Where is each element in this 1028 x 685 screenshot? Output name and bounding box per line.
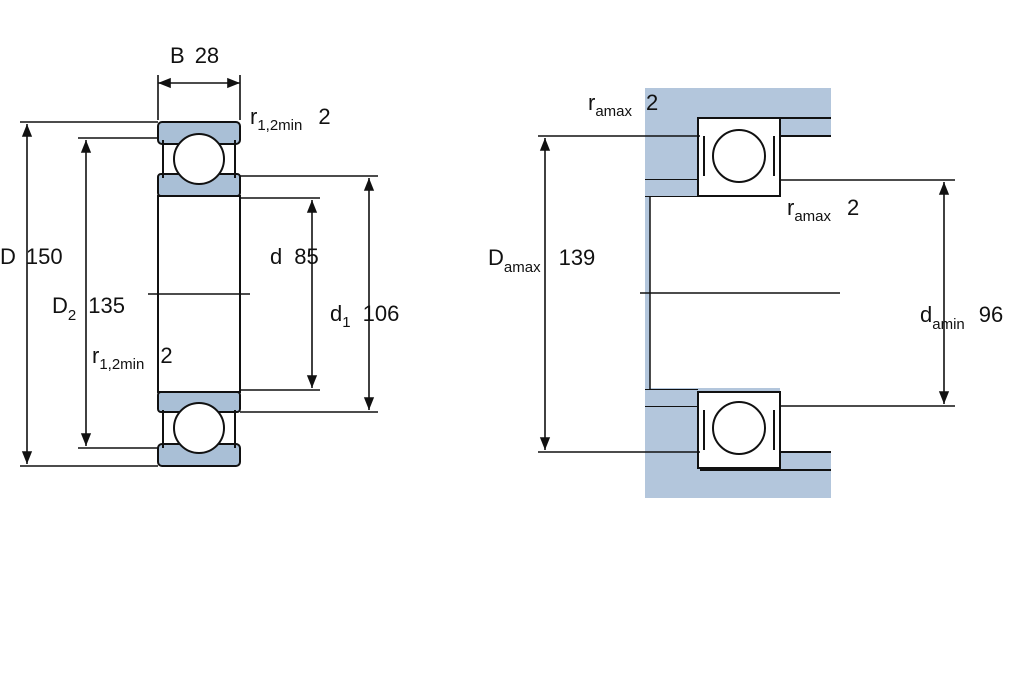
- bearing-section-view: [148, 121, 250, 467]
- shaft-area: [650, 196, 780, 388]
- ball-bottom: [173, 402, 225, 454]
- mounting-dimensions: [538, 135, 955, 453]
- mounted-ball-top: [712, 129, 766, 183]
- mounted-ball-bottom: [712, 401, 766, 455]
- ball-top: [173, 133, 225, 185]
- mounting-view: [640, 88, 840, 498]
- bearing-dimensions: [20, 75, 378, 467]
